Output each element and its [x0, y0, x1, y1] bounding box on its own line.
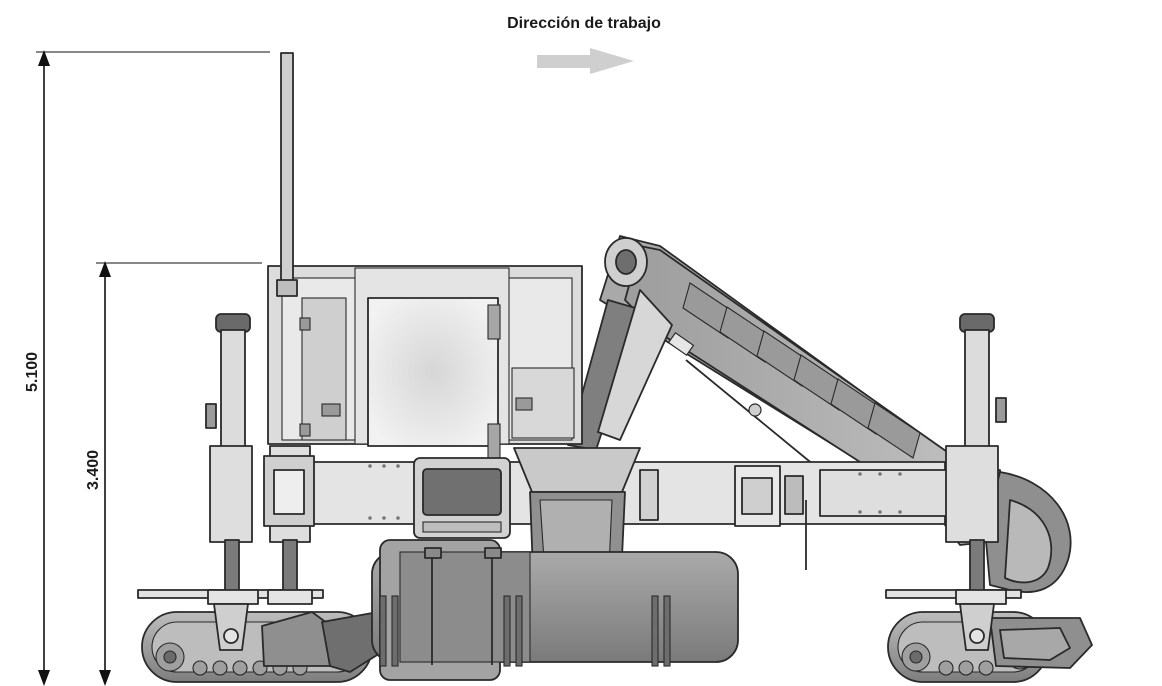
dimension-3400-label: 3.400 [85, 450, 102, 490]
exhaust-pipe [276, 52, 298, 297]
dimension-3400: 3.400 [85, 261, 262, 686]
dimension-5100: 5.100 [24, 50, 270, 686]
engine-door [367, 297, 499, 447]
direction-label: Dirección de trabajo [507, 15, 661, 32]
rear-leg-column [205, 313, 315, 651]
front-leg-column [945, 313, 1007, 651]
cab-enclosure [267, 265, 583, 459]
direction-arrow-icon [537, 48, 634, 74]
dimension-5100-label: 5.100 [24, 352, 41, 392]
control-panel [413, 457, 511, 539]
mould-body [371, 539, 739, 681]
rear-track-unit [137, 589, 386, 683]
